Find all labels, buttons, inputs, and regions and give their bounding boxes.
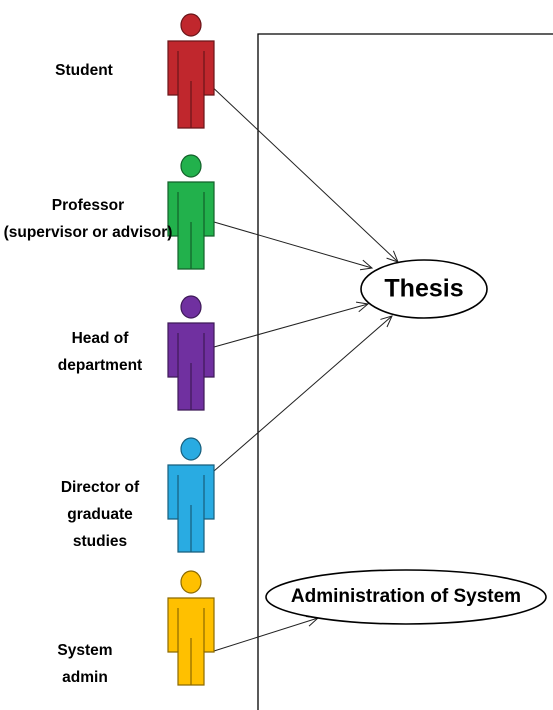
actor-head (180, 295, 202, 319)
association-sysadmin-to-admin (213, 616, 320, 652)
actor-head (180, 437, 202, 461)
actor-label-line: Professor (51, 197, 125, 214)
actor-label-line: graduate (67, 506, 133, 523)
actor-head (180, 154, 202, 178)
actor-label-line: studies (72, 533, 128, 550)
actor-head (180, 13, 202, 37)
actor-label-director-of-graduate-studies: Director of graduate studies (61, 474, 139, 555)
actor-head-figure (167, 295, 215, 411)
actor-label-student: Student (55, 57, 113, 84)
actor-label-head-of-department: Head of department (58, 325, 142, 379)
actor-label-line: Head of (71, 330, 129, 347)
actor-label-system-admin: System admin (57, 637, 112, 691)
association-professor-to-thesis (213, 221, 374, 271)
actor-professor-figure (167, 154, 215, 270)
use-case-administration-of-system-label: Administration of System (290, 586, 522, 607)
actor-label-line: admin (62, 669, 108, 686)
actor-label-line: System (57, 642, 113, 659)
use-case-thesis-label: Thesis (384, 274, 464, 303)
use-case-administration-of-system[interactable] (265, 569, 547, 625)
actor-student-figure (167, 13, 215, 129)
association-head-to-thesis (213, 301, 370, 348)
actor-label-line: Director of (60, 479, 140, 496)
actor-label-line: Student (55, 62, 113, 79)
actor-label-professor: Professor (supervisor or advisor) (4, 192, 173, 246)
use-case-thesis[interactable] (360, 259, 488, 319)
actor-label-line: (supervisor or advisor) (3, 224, 173, 241)
actor-head (180, 570, 202, 594)
association-director-to-thesis (213, 315, 393, 472)
actor-sysadmin-figure (167, 570, 215, 686)
system-boundary (257, 33, 553, 710)
actor-director-figure (167, 437, 215, 553)
association-student-to-thesis (206, 81, 399, 263)
actor-label-line: department (57, 357, 143, 374)
